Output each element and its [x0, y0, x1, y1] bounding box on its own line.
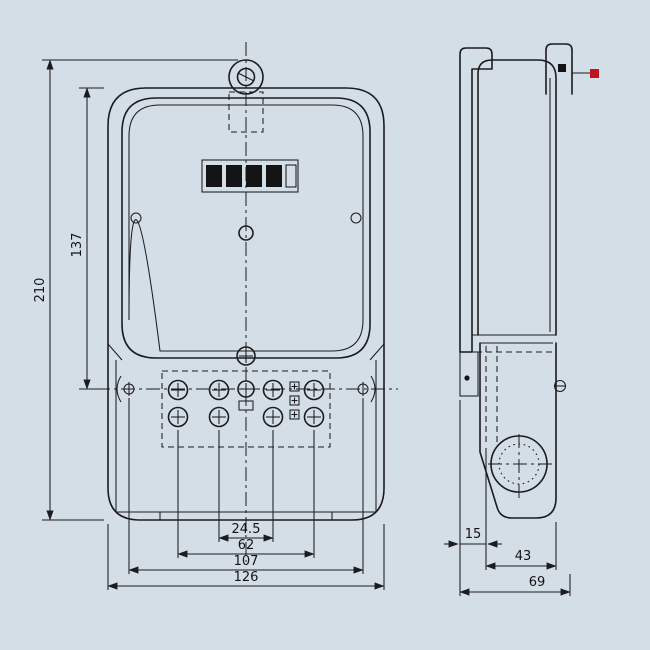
terminal-screw — [303, 379, 325, 401]
screw-slot — [237, 72, 255, 82]
mounting-ear-left — [116, 375, 135, 403]
terminal-screw — [167, 379, 189, 401]
cover-screw-side — [553, 379, 567, 393]
terminal-screw — [262, 406, 284, 428]
seal-tab-mark — [558, 64, 566, 72]
dimension-face-height: 137 — [70, 87, 104, 390]
dim-label-137: 137 — [70, 233, 85, 258]
face-bezel-inner — [128, 104, 364, 352]
hidden-hanger-slot — [228, 91, 264, 133]
seal-screw — [236, 346, 256, 366]
dim-label-210: 210 — [33, 278, 48, 303]
dimension-terminal-inner: 24.5 — [218, 430, 274, 542]
face-bezel-outer — [121, 97, 371, 359]
dimension-overall-depth: 69 — [459, 574, 571, 596]
voltage-link-terminals — [289, 381, 300, 420]
dimension-overall-width: 126 — [107, 524, 385, 590]
dimension-back-depth: 15 — [444, 400, 502, 596]
digit-cell — [226, 165, 242, 187]
case-profile — [477, 59, 557, 336]
dim-label-24-5: 24.5 — [232, 522, 261, 537]
terminal-screw — [303, 406, 325, 428]
dimension-body-depth: 43 — [485, 522, 557, 570]
register-display — [201, 159, 299, 193]
digit-cell — [206, 165, 222, 187]
dim-label-69: 69 — [529, 575, 546, 590]
digit-cell — [266, 165, 282, 187]
terminal-screw — [208, 406, 230, 428]
dim-label-43: 43 — [515, 549, 532, 564]
terminal-cover-profile — [479, 342, 557, 519]
dim-label-15: 15 — [465, 527, 482, 542]
dim-label-107: 107 — [234, 554, 259, 569]
front-view: 210 137 24.5 62 107 — [33, 42, 398, 590]
terminal-screws — [167, 379, 325, 428]
hidden-terminal-block — [161, 370, 331, 448]
dimension-overall-height: 210 — [33, 59, 238, 521]
mounting-ear-right — [357, 375, 376, 403]
digit-cell — [246, 165, 262, 187]
terminal-screw — [167, 406, 189, 428]
cover-chamfer-left — [107, 343, 123, 361]
face-screw-left — [130, 212, 142, 224]
hanger-bracket — [228, 59, 264, 133]
face-screw-right — [350, 212, 362, 224]
decimal-digit-cell — [285, 164, 297, 188]
meter-body-outline — [107, 87, 385, 521]
dimension-terminal-outer: 62 — [177, 430, 315, 558]
cover-screw — [237, 380, 255, 411]
lead-seal — [590, 69, 599, 78]
dim-label-62: 62 — [238, 538, 255, 553]
terminal-screw — [262, 379, 284, 401]
dimension-mounting-width: 107 — [128, 398, 364, 574]
cover-chamfer-right — [369, 343, 385, 361]
wire-entry-knockout — [488, 434, 552, 498]
lower-mounting-bracket — [459, 351, 479, 397]
back-plate — [459, 47, 493, 353]
calibration-hole — [238, 225, 254, 241]
terminal-screw — [208, 379, 230, 401]
dim-label-126: 126 — [234, 570, 259, 585]
side-view: 15 43 69 — [444, 43, 599, 596]
seal-tab — [545, 43, 599, 95]
